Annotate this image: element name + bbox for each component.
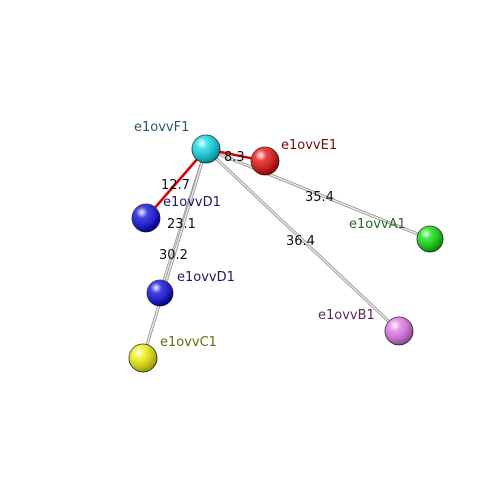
atom-sphere-e1[interactable] — [250, 146, 280, 176]
sphere-highlight — [417, 226, 443, 252]
distance-label: 23.1 — [167, 217, 196, 232]
atom-label-d1b: e1ovvD1 — [177, 270, 235, 285]
edge-F1-D1a — [144, 147, 208, 220]
sphere-highlight — [192, 135, 220, 163]
sphere-highlight — [385, 317, 413, 345]
atom-sphere-b1[interactable] — [384, 316, 414, 346]
distance-label: 35.4 — [305, 190, 334, 205]
atom-label-c1: e1ovvC1 — [160, 335, 217, 350]
edge-F1-B1 — [205, 148, 400, 332]
atom-label-e1: e1ovvE1 — [281, 138, 337, 153]
atom-sphere-c1[interactable] — [128, 343, 158, 373]
atom-label-a1: e1ovvA1 — [349, 217, 406, 232]
sphere-highlight — [251, 147, 279, 175]
sphere-highlight — [147, 280, 173, 306]
atom-label-f1: e1ovvF1 — [134, 120, 189, 135]
nodes-layer — [128, 134, 444, 373]
atom-sphere-f1[interactable] — [191, 134, 221, 164]
edge-F1-A1 — [205, 148, 431, 240]
edge-labels-layer: 8.3 12.7 23.1 30.2 35.4 36.4 — [159, 150, 334, 263]
atom-sphere-d1a[interactable] — [131, 203, 161, 233]
edge-F1-C1 — [142, 148, 207, 359]
distance-label: 8.3 — [224, 150, 245, 165]
atom-sphere-a1[interactable] — [416, 225, 444, 253]
edges-layer — [141, 147, 432, 360]
distance-label: 36.4 — [286, 234, 315, 249]
distance-label: 12.7 — [161, 178, 190, 193]
sphere-highlight — [132, 204, 160, 232]
atom-label-d1a: e1ovvD1 — [163, 195, 221, 210]
atom-sphere-d1b[interactable] — [146, 279, 174, 307]
sphere-highlight — [129, 344, 157, 372]
distance-label: 30.2 — [159, 248, 188, 263]
atom-label-b1: e1ovvB1 — [318, 308, 375, 323]
node-labels-layer: e1ovvF1 e1ovvE1 e1ovvD1 e1ovvD1 e1ovvA1 e1ovv… — [134, 120, 406, 350]
